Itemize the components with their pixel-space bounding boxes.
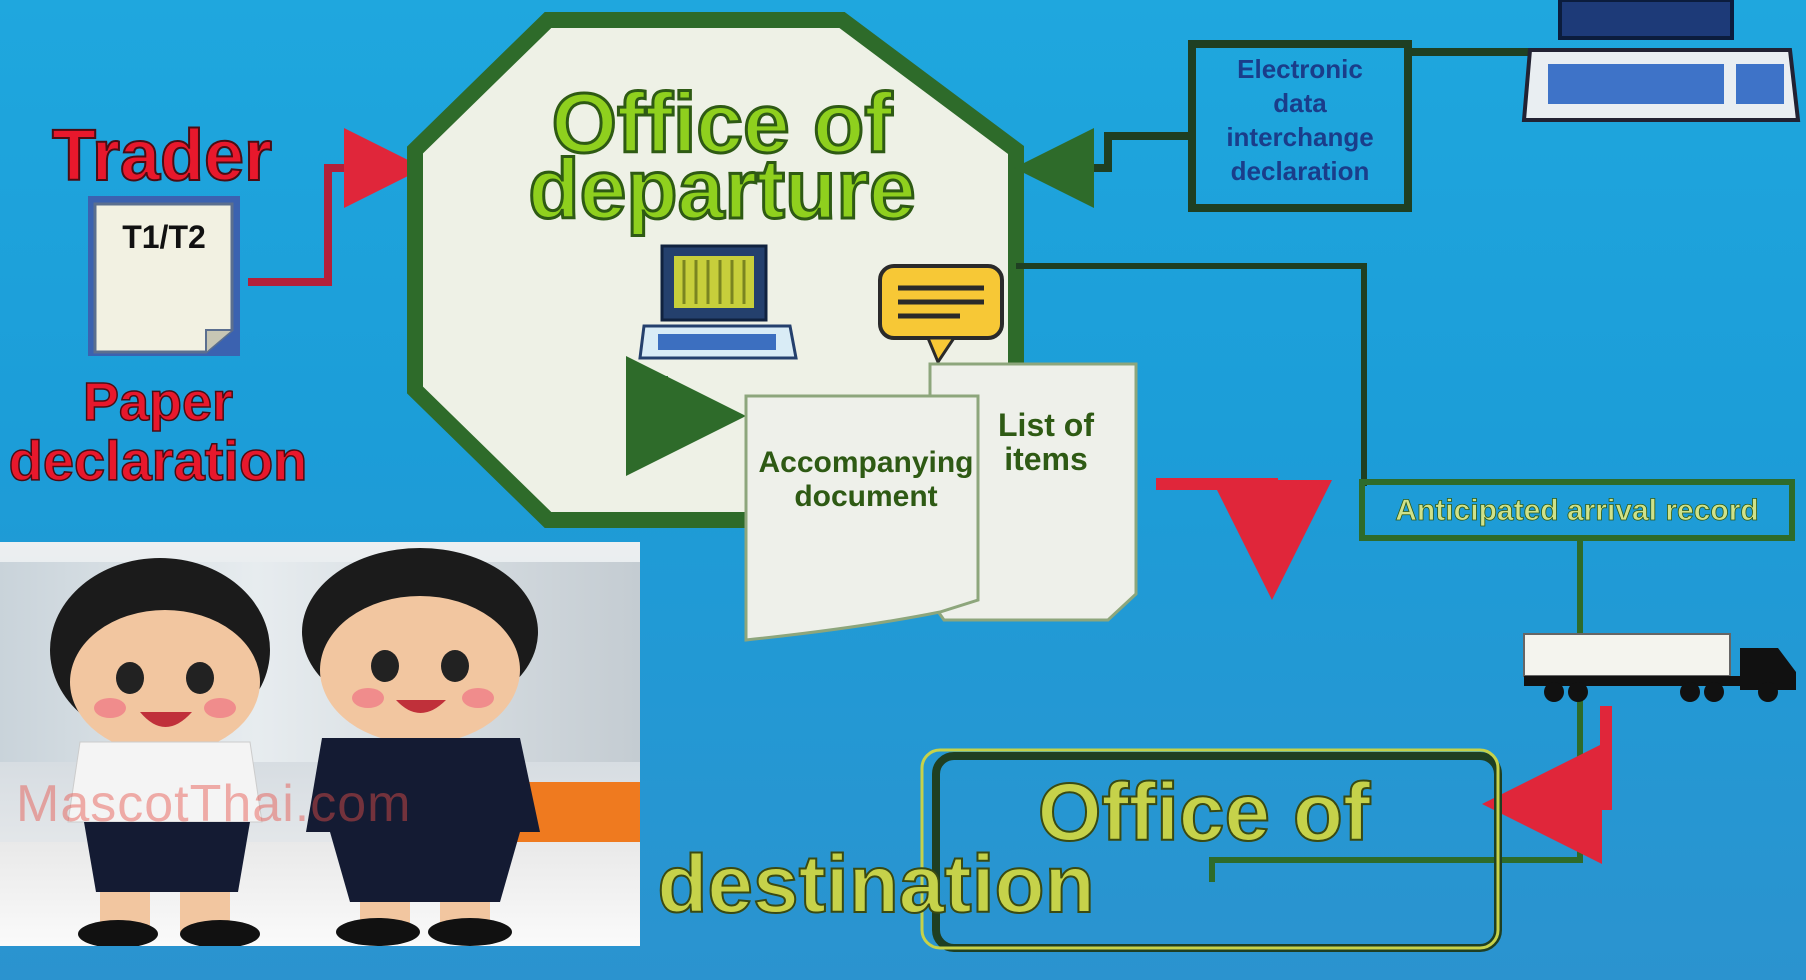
truck-to-destination-arrow xyxy=(1482,706,1612,864)
trader-block: Trader T1/T2 Paper declaration xyxy=(8,115,308,493)
edi-to-departure-arrow xyxy=(1014,128,1192,208)
message-bubble-icon xyxy=(878,264,1004,366)
destination-office xyxy=(920,748,1502,952)
doc-code-label: T1/T2 xyxy=(122,219,206,255)
trader-to-departure-arrow xyxy=(248,128,424,286)
destination-title-line1: Office of xyxy=(1038,767,1371,858)
list-of-items-line2: items xyxy=(1004,441,1088,477)
output-arrow-icon xyxy=(626,356,746,476)
accompanying-doc-line1: Accompanying xyxy=(758,446,973,479)
trader-title: Trader xyxy=(52,116,272,196)
destination-title-line2: destination xyxy=(657,839,1094,930)
edi-line1: Electronic xyxy=(1237,54,1363,84)
accompanying-document-sheet xyxy=(744,394,980,642)
terminal-computer-icon xyxy=(1521,0,1801,122)
departure-title-line1: Office of xyxy=(552,76,894,170)
mascot-photo: MascotThai.com xyxy=(0,542,640,946)
mascot-left xyxy=(50,558,270,946)
documents-to-destination-arrow xyxy=(1156,478,1332,600)
edi-line2: data xyxy=(1273,88,1327,118)
departure-title-line2: departure xyxy=(528,142,915,236)
truck-icon xyxy=(1523,633,1796,702)
list-of-items-line1: List of xyxy=(998,407,1094,443)
edi-line3: interchange xyxy=(1226,122,1373,152)
mascots-illustration xyxy=(50,548,540,946)
departure-to-arrival-record-line xyxy=(1016,263,1367,486)
edi-declaration-box xyxy=(1188,40,1412,212)
mascot-right xyxy=(302,548,540,946)
photo-watermark: MascotThai.com xyxy=(16,775,412,833)
paper-declaration-doc-icon xyxy=(88,196,240,356)
accompanying-doc-line2: document xyxy=(794,480,937,513)
paper-caption-line1: Paper xyxy=(83,372,233,432)
computer-icon xyxy=(638,244,798,360)
paper-caption-line2: declaration xyxy=(9,429,308,492)
edi-line4: declaration xyxy=(1231,156,1370,186)
arrival-record-label: Anticipated arrival record xyxy=(1395,494,1758,527)
